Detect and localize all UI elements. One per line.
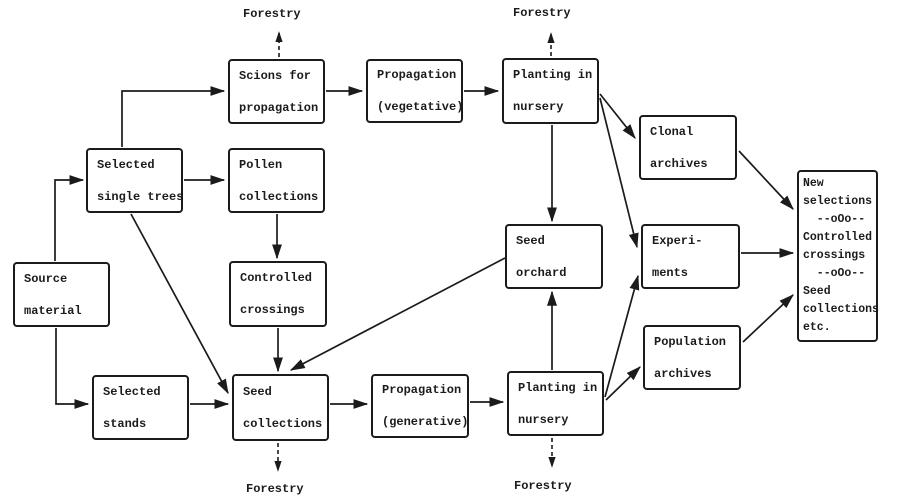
box-label: Population archives bbox=[654, 334, 727, 381]
box-clonal-archives: Clonal archives bbox=[639, 115, 737, 180]
arrow-clonal-archives-to-outcomes bbox=[738, 150, 794, 210]
box-planting-in-nursery-bottom: Planting in nursery bbox=[507, 371, 604, 436]
forestry-label-bottom-right: Forestry bbox=[514, 479, 572, 493]
box-selected-single-trees: Selected single trees bbox=[86, 148, 183, 213]
box-label: Source material bbox=[24, 271, 82, 318]
box-label: Selected single trees bbox=[97, 157, 184, 204]
box-label: Propagation (vegetative) bbox=[377, 68, 464, 114]
forestry-label-bottom-left: Forestry bbox=[246, 482, 304, 496]
box-source-material: Source material bbox=[13, 262, 110, 327]
arrow-source-to-stands bbox=[55, 328, 90, 409]
box-propagation-vegetative: Propagation (vegetative) bbox=[366, 59, 463, 123]
arrow-population-archives-to-outcomes bbox=[742, 294, 794, 343]
box-pollen-collections: Pollen collections bbox=[228, 148, 325, 213]
box-population-archives: Population archives bbox=[643, 325, 741, 390]
box-label: Planting in nursery bbox=[513, 68, 593, 114]
arrow-seed-orchard-to-seed-collections bbox=[289, 257, 506, 371]
box-controlled-crossings: Controlled crossings bbox=[229, 261, 327, 327]
arrow-nursery-top-to-clonal-archives bbox=[599, 93, 636, 139]
box-label: Clonal archives bbox=[650, 124, 708, 171]
box-outcomes: New selections --oOo-- Controlled crossi… bbox=[797, 170, 879, 342]
box-experiments: Experi- ments bbox=[641, 224, 740, 289]
box-label: Scions for propagation bbox=[239, 68, 319, 115]
arrow-nursery-top-to-experiments bbox=[599, 97, 639, 249]
box-selected-stands: Selected stands bbox=[92, 375, 189, 440]
box-label: Propagation (generative) bbox=[382, 383, 469, 429]
forestry-label-top-left: Forestry bbox=[243, 7, 301, 21]
arrow-single-trees-to-scions bbox=[121, 86, 226, 147]
box-label: Pollen collections bbox=[239, 157, 319, 204]
box-seed-orchard: Seed orchard bbox=[505, 224, 603, 289]
box-label: Seed collections bbox=[243, 384, 323, 431]
box-label: Selected stands bbox=[103, 384, 161, 431]
forestry-label-top-right: Forestry bbox=[513, 6, 571, 20]
box-label: New selections --oOo-- Controlled crossi… bbox=[803, 177, 879, 334]
arrow-nursery-bottom-to-experiments bbox=[604, 274, 640, 398]
box-label: Experi- ments bbox=[652, 233, 703, 280]
box-label: Controlled crossings bbox=[240, 271, 313, 317]
arrow-single-trees-to-seed-collections bbox=[130, 213, 229, 395]
box-planting-in-nursery-top: Planting in nursery bbox=[502, 58, 599, 124]
box-label: Seed orchard bbox=[516, 233, 567, 280]
box-propagation-generative: Propagation (generative) bbox=[371, 374, 469, 438]
box-label: Planting in nursery bbox=[518, 380, 598, 427]
box-scions-for-propagation: Scions for propagation bbox=[228, 59, 325, 124]
arrow-source-to-single-trees bbox=[54, 175, 85, 261]
arrow-nursery-bottom-to-population-archives bbox=[605, 366, 641, 401]
box-seed-collections: Seed collections bbox=[232, 374, 329, 441]
